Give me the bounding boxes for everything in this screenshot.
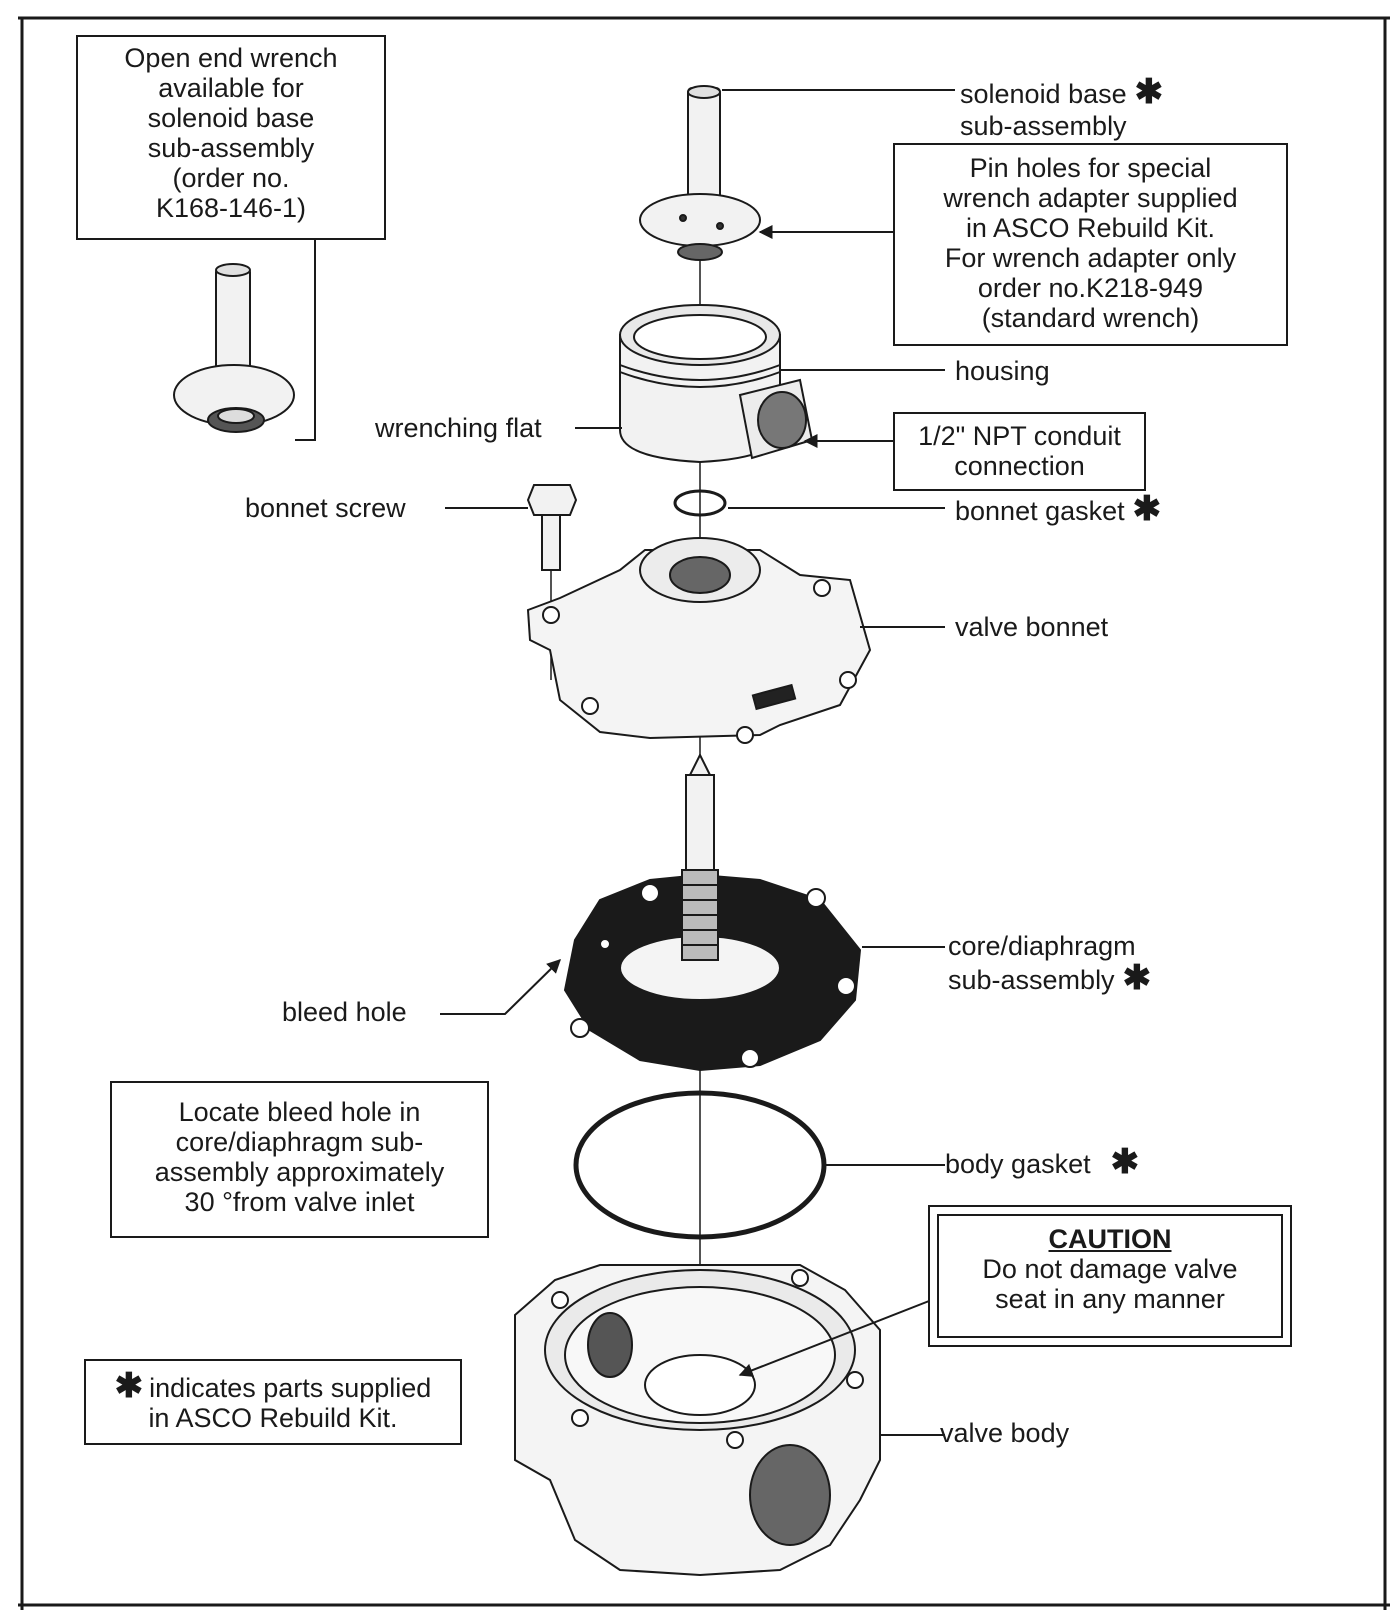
- kit-marker-icon: ✱: [1134, 73, 1164, 111]
- caution-line: Do not damage valve: [982, 1254, 1238, 1284]
- bonnet-gasket-part: [673, 489, 727, 517]
- core-diaphragm-label-line1: core/diaphragm: [948, 931, 1136, 961]
- valve-bonnet-label: valve bonnet: [955, 612, 1109, 642]
- bonnet-gasket-text: bonnet gasket: [955, 496, 1125, 526]
- body-gasket-text: body gasket: [945, 1149, 1091, 1179]
- core-diaphragm-label: core/diaphragm sub-assembly✱: [948, 930, 1151, 996]
- bleed-hole-note-line: assembly approximately: [154, 1157, 445, 1187]
- caution-title: CAUTION: [1048, 1224, 1172, 1254]
- solenoid-base-part: [639, 85, 761, 261]
- wrench-note-line: (order no.: [172, 163, 290, 193]
- kit-marker-icon: ✱: [1110, 1143, 1140, 1181]
- bleed-hole-note-line: Locate bleed hole in: [178, 1097, 421, 1127]
- bleed-hole-label: bleed hole: [282, 997, 407, 1027]
- spare-solenoid-base-part: [173, 263, 295, 433]
- bonnet-screw-label: bonnet screw: [245, 493, 406, 523]
- housing-part: [619, 304, 814, 464]
- pin-holes-note-box: Pin holes for special wrench adapter sup…: [893, 143, 1288, 346]
- valve-body-part: [514, 1264, 881, 1577]
- body-gasket-part: [573, 1090, 827, 1240]
- bleed-hole-note-line: 30 °from valve inlet: [184, 1187, 415, 1217]
- pin-holes-note-line: For wrench adapter only: [944, 243, 1237, 273]
- kit-marker-icon: ✱: [1122, 959, 1152, 997]
- core-diaphragm-label-line2: sub-assembly: [948, 965, 1115, 995]
- legend-box: ✱indicates parts supplied in ASCO Rebuil…: [84, 1359, 462, 1445]
- leader-lines: [295, 89, 971, 1436]
- body-gasket-label: body gasket ✱: [945, 1143, 1140, 1181]
- caution-box: CAUTION Do not damage valve seat in any …: [928, 1205, 1292, 1347]
- bleed-hole-note-box: Locate bleed hole in core/diaphragm sub-…: [110, 1081, 489, 1238]
- caution-line: seat in any manner: [995, 1284, 1225, 1314]
- conduit-note-line: 1/2" NPT conduit: [918, 421, 1121, 451]
- housing-label: housing: [955, 356, 1050, 386]
- bleed-hole-note-line: core/diaphragm sub-: [175, 1127, 424, 1157]
- valve-bonnet-part: [526, 537, 872, 744]
- wrench-note-line: Open end wrench: [124, 43, 338, 73]
- solenoid-base-label: solenoid base✱ sub-assembly: [960, 73, 1164, 142]
- wrench-note-line: sub-assembly: [147, 133, 315, 163]
- legend-line: in ASCO Rebuild Kit.: [148, 1403, 398, 1433]
- core-diaphragm-part: [563, 752, 862, 1072]
- bonnet-gasket-label: bonnet gasket✱: [955, 490, 1162, 528]
- conduit-note-box: 1/2" NPT conduit connection: [893, 412, 1146, 491]
- wrench-note-line: K168-146-1): [155, 193, 307, 223]
- legend-line: ✱indicates parts supplied: [86, 1369, 460, 1403]
- pin-holes-note-line: Pin holes for special: [969, 153, 1212, 183]
- pin-holes-note-line: in ASCO Rebuild Kit.: [965, 213, 1216, 243]
- solenoid-base-label-line1: solenoid base: [960, 79, 1127, 109]
- wrench-note-line: solenoid base: [147, 103, 315, 133]
- bonnet-screw-part: [526, 484, 578, 680]
- pin-holes-note-line: (standard wrench): [981, 303, 1200, 333]
- kit-marker-icon: ✱: [1132, 490, 1162, 528]
- kit-marker-icon: ✱: [114, 1367, 144, 1405]
- pin-holes-note-line: wrench adapter supplied: [943, 183, 1238, 213]
- wrenching-flat-label: wrenching flat: [375, 413, 542, 443]
- wrench-note-box: Open end wrench available for solenoid b…: [76, 35, 386, 240]
- wrench-note-line: available for: [158, 73, 304, 103]
- valve-body-label: valve body: [940, 1418, 1070, 1448]
- page-frame: [18, 16, 1390, 1610]
- legend-text: indicates parts supplied: [149, 1373, 432, 1403]
- solenoid-base-label-line2: sub-assembly: [960, 111, 1127, 141]
- pin-holes-note-line: order no.K218-949: [977, 273, 1204, 303]
- conduit-note-line: connection: [954, 451, 1085, 481]
